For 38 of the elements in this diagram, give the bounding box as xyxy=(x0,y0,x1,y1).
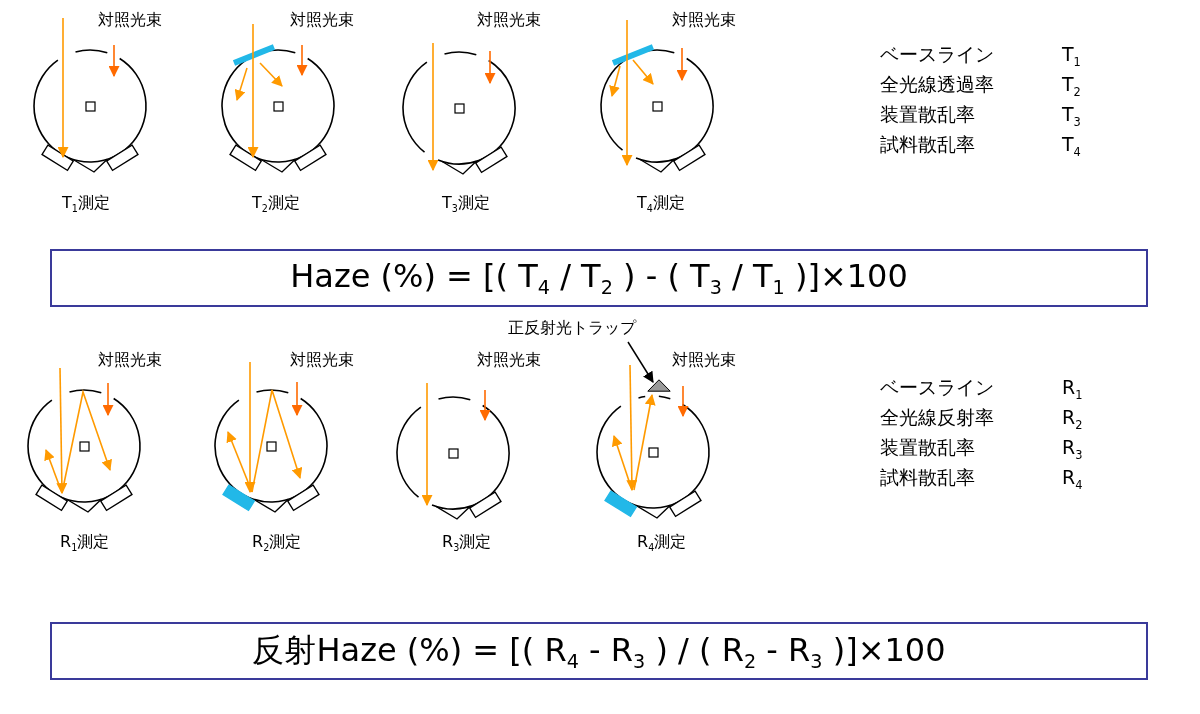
symbol-label: R$_{1}$ xyxy=(1062,376,1083,403)
quantity-label: 装置散乱率 xyxy=(880,436,975,459)
symbol-label: T$_{1}$ xyxy=(1062,43,1081,70)
text-label: 対照光束 xyxy=(477,350,541,370)
text-label: T$_{4}$測定 xyxy=(637,193,685,215)
text-label: T$_{1}$測定 xyxy=(62,193,110,215)
quantity-label: 試料散乱率 xyxy=(880,133,975,156)
text-label: T$_{3}$測定 xyxy=(442,193,490,215)
formula-text: 反射Haze (%) = [( R$_{4}$ - R$_{3}$ ) / ( R$_{2}$ - R$_{3}$ )]×100 xyxy=(252,629,946,674)
text-label: R$_{2}$測定 xyxy=(252,532,302,554)
symbol-label: R$_{3}$ xyxy=(1062,436,1083,463)
formula-box xyxy=(50,622,1148,680)
text-label: R$_{4}$測定 xyxy=(637,532,687,554)
formula-box xyxy=(50,249,1148,307)
symbol-label: R$_{2}$ xyxy=(1062,406,1083,433)
formula-text: Haze (%) = [( T$_{4}$ / T$_{2}$ ) - ( T$_{3}$ / T$_{1}$ )]×100 xyxy=(290,256,908,300)
quantity-label: ベースライン xyxy=(880,43,994,66)
quantity-label: 試料散乱率 xyxy=(880,466,975,489)
symbol-label: T$_{3}$ xyxy=(1062,103,1081,130)
symbol-label: T$_{4}$ xyxy=(1062,133,1081,160)
text-label: R$_{1}$測定 xyxy=(60,532,110,554)
text-label: 対照光束 xyxy=(98,10,162,30)
callout-label: 正反射光トラップ xyxy=(508,318,636,339)
text-label: T$_{2}$測定 xyxy=(252,193,300,215)
leader-line xyxy=(627,341,654,383)
text-label: 対照光束 xyxy=(290,10,354,30)
quantity-label: 全光線反射率 xyxy=(880,406,994,429)
text-label: 対照光束 xyxy=(98,350,162,370)
symbol-label: T$_{2}$ xyxy=(1062,73,1081,100)
text-label: 対照光束 xyxy=(477,10,541,30)
quantity-label: 全光線透過率 xyxy=(880,73,994,96)
quantity-label: 装置散乱率 xyxy=(880,103,975,126)
text-label: 対照光束 xyxy=(290,350,354,370)
symbol-label: R$_{4}$ xyxy=(1062,466,1083,493)
text-label: R$_{3}$測定 xyxy=(442,532,492,554)
text-label: 対照光束 xyxy=(672,10,736,30)
quantity-label: ベースライン xyxy=(880,376,994,399)
text-label: 対照光束 xyxy=(672,350,736,370)
